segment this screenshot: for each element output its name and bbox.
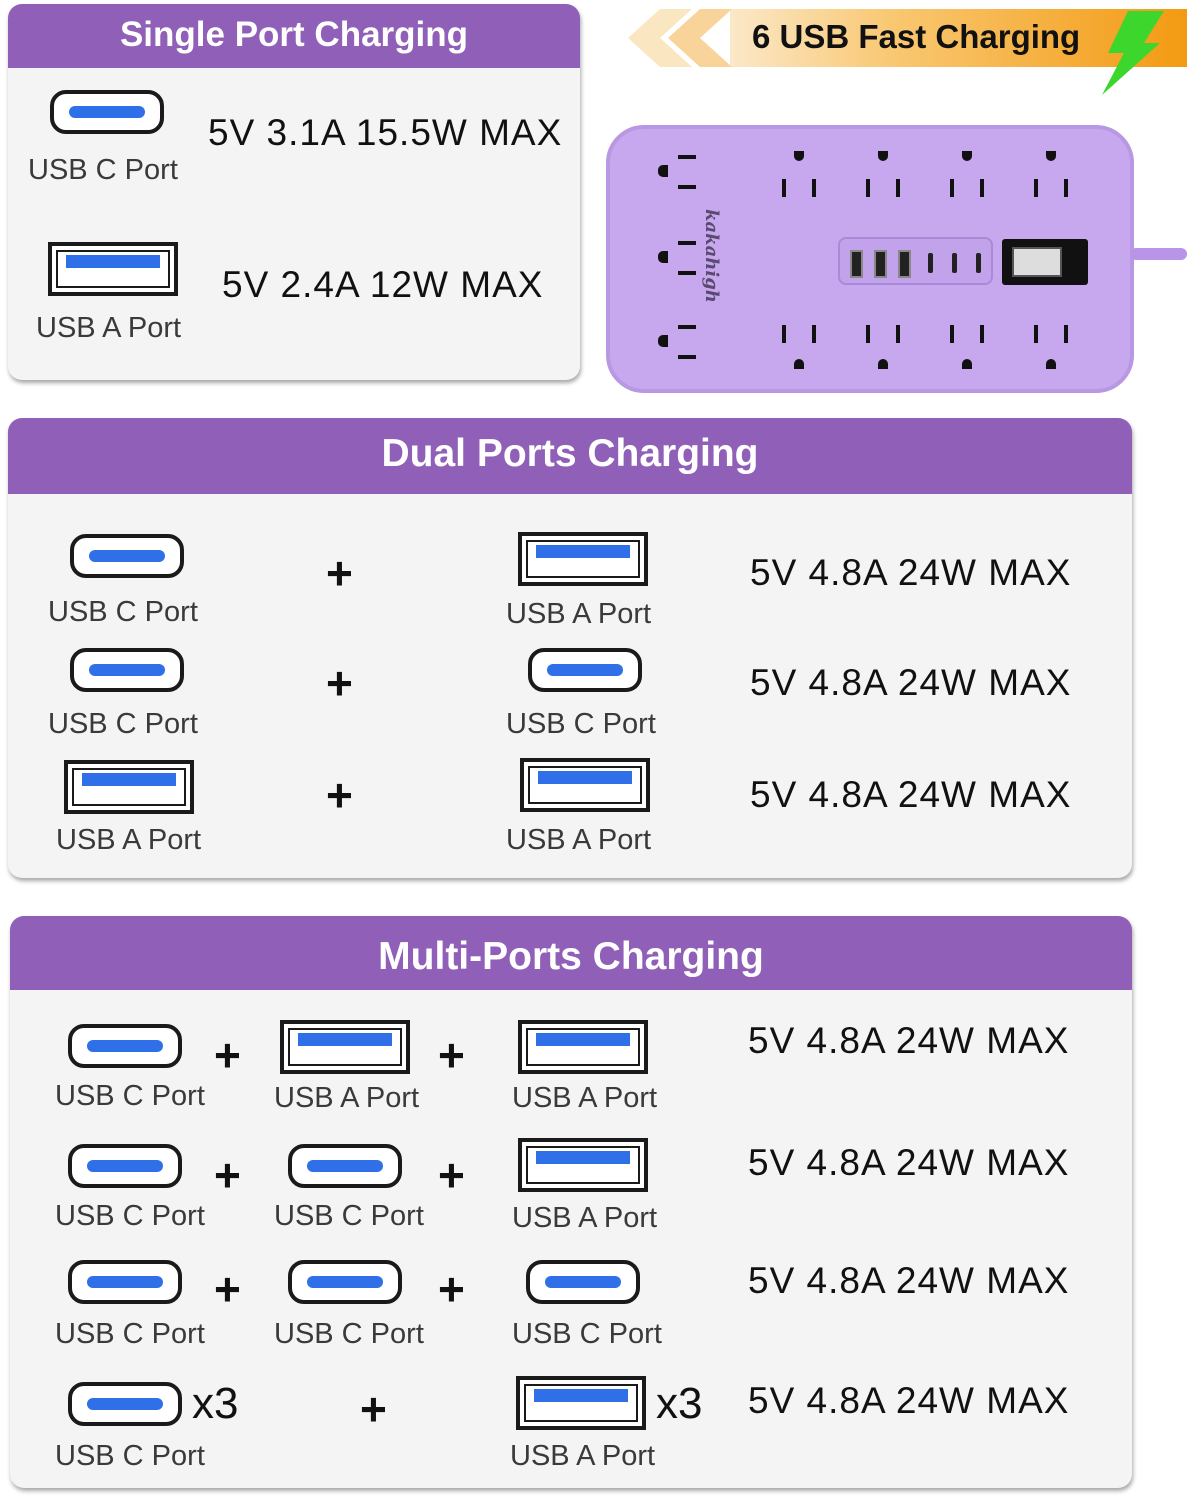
multi-ports-panel: Multi-Ports Charging USB C Port + USB A … bbox=[10, 916, 1132, 1488]
spec-value: 5V 4.8A 24W MAX bbox=[748, 1142, 1070, 1183]
usb-a-port-icon bbox=[64, 760, 194, 814]
multiplier-label: x3 bbox=[192, 1379, 239, 1428]
outlet-icon bbox=[944, 149, 990, 197]
usb-c-slot-icon bbox=[976, 253, 981, 273]
power-cord bbox=[1130, 248, 1187, 260]
outlet-icon bbox=[1028, 149, 1074, 197]
spec-value: 5V 4.8A 24W MAX bbox=[750, 662, 1072, 703]
spec-value: 5V 4.8A 24W MAX bbox=[748, 1380, 1070, 1421]
usb-c-port-icon bbox=[68, 1382, 182, 1426]
power-switch bbox=[1002, 239, 1088, 285]
port-label: USB A Port bbox=[274, 1082, 420, 1114]
outlet-icon bbox=[860, 325, 906, 371]
port-label: USB C Port bbox=[55, 1080, 205, 1112]
usb-c-port-icon bbox=[68, 1024, 182, 1068]
usb-port-icon bbox=[850, 250, 863, 278]
panel-title: Dual Ports Charging bbox=[8, 418, 1132, 494]
power-strip-image: kakahigh bbox=[606, 125, 1134, 393]
port-label: USB A Port bbox=[512, 1202, 658, 1234]
outlet-icon bbox=[776, 149, 822, 197]
plus-icon: + bbox=[438, 1149, 465, 1201]
usb-c-port-icon bbox=[70, 534, 184, 578]
spec-value: 5V 3.1A 15.5W MAX bbox=[208, 112, 563, 153]
port-label: USB C Port bbox=[28, 154, 178, 186]
port-label: USB C Port bbox=[512, 1318, 662, 1350]
usb-c-port-icon bbox=[68, 1260, 182, 1304]
port-label: USB A Port bbox=[36, 312, 182, 344]
spec-value: 5V 4.8A 24W MAX bbox=[748, 1260, 1070, 1301]
outlet-icon bbox=[860, 149, 906, 197]
usb-c-slot-icon bbox=[952, 253, 957, 273]
panel-title: Multi-Ports Charging bbox=[10, 916, 1132, 990]
usb-port-icon bbox=[874, 250, 887, 278]
port-label: USB A Port bbox=[506, 824, 652, 856]
plus-icon: + bbox=[438, 1263, 465, 1315]
usb-c-port-icon bbox=[68, 1144, 182, 1188]
port-label: USB C Port bbox=[506, 708, 656, 740]
plus-icon: + bbox=[326, 547, 353, 599]
lightning-bolt-icon bbox=[1102, 11, 1164, 95]
usb-a-port-icon bbox=[518, 1138, 648, 1192]
chevron-left-icon bbox=[628, 9, 692, 67]
usb-a-port-icon bbox=[520, 758, 650, 812]
spec-value: 5V 4.8A 24W MAX bbox=[750, 774, 1072, 815]
banner-label: 6 USB Fast Charging bbox=[752, 18, 1081, 55]
spec-value: 5V 2.4A 12W MAX bbox=[222, 264, 544, 305]
usb-c-port-icon bbox=[288, 1260, 402, 1304]
port-label: USB A Port bbox=[512, 1082, 658, 1114]
plus-icon: + bbox=[360, 1383, 387, 1435]
usb-port-icon bbox=[898, 250, 911, 278]
plus-icon: + bbox=[326, 769, 353, 821]
usb-c-port-icon bbox=[70, 648, 184, 692]
brand-logo: kakahigh bbox=[701, 209, 722, 303]
chevron-left-icon bbox=[668, 9, 732, 67]
multiplier-label: x3 bbox=[656, 1379, 703, 1428]
spec-value: 5V 4.8A 24W MAX bbox=[750, 552, 1072, 593]
outlet-icon bbox=[650, 321, 696, 367]
port-label: USB C Port bbox=[55, 1200, 205, 1232]
usb-a-port-icon bbox=[518, 532, 648, 586]
usb-c-port-icon bbox=[288, 1144, 402, 1188]
outlet-icon bbox=[1028, 325, 1074, 371]
port-label: USB C Port bbox=[274, 1200, 424, 1232]
usb-c-port-icon bbox=[528, 648, 642, 692]
usb-c-slot-icon bbox=[928, 253, 933, 273]
plus-icon: + bbox=[326, 657, 353, 709]
plus-icon: + bbox=[214, 1149, 241, 1201]
port-label: USB C Port bbox=[48, 708, 198, 740]
dual-ports-panel: Dual Ports Charging USB C Port + USB A P… bbox=[8, 418, 1132, 878]
usb-port-bay bbox=[838, 237, 993, 285]
outlet-icon bbox=[650, 151, 696, 197]
spec-value: 5V 4.8A 24W MAX bbox=[748, 1020, 1070, 1061]
port-label: USB C Port bbox=[274, 1318, 424, 1350]
usb-a-port-icon bbox=[48, 242, 178, 296]
port-label: USB C Port bbox=[55, 1440, 205, 1472]
fast-charging-banner bbox=[628, 9, 1187, 95]
usb-c-port-icon bbox=[50, 90, 164, 134]
outlet-icon bbox=[776, 325, 822, 371]
usb-a-port-icon bbox=[516, 1376, 646, 1430]
port-label: USB A Port bbox=[506, 598, 652, 630]
single-port-panel: Single Port Charging USB C Port 5V 3.1A … bbox=[8, 4, 580, 380]
usb-c-port-icon bbox=[526, 1260, 640, 1304]
port-label: USB A Port bbox=[56, 824, 202, 856]
port-label: USB A Port bbox=[510, 1440, 656, 1472]
plus-icon: + bbox=[214, 1029, 241, 1081]
outlet-icon bbox=[944, 325, 990, 371]
plus-icon: + bbox=[214, 1263, 241, 1315]
outlet-icon bbox=[650, 237, 696, 283]
plus-icon: + bbox=[438, 1029, 465, 1081]
port-label: USB C Port bbox=[55, 1318, 205, 1350]
panel-title: Single Port Charging bbox=[8, 4, 580, 68]
usb-a-port-icon bbox=[280, 1020, 410, 1074]
usb-a-port-icon bbox=[518, 1020, 648, 1074]
port-label: USB C Port bbox=[48, 596, 198, 628]
